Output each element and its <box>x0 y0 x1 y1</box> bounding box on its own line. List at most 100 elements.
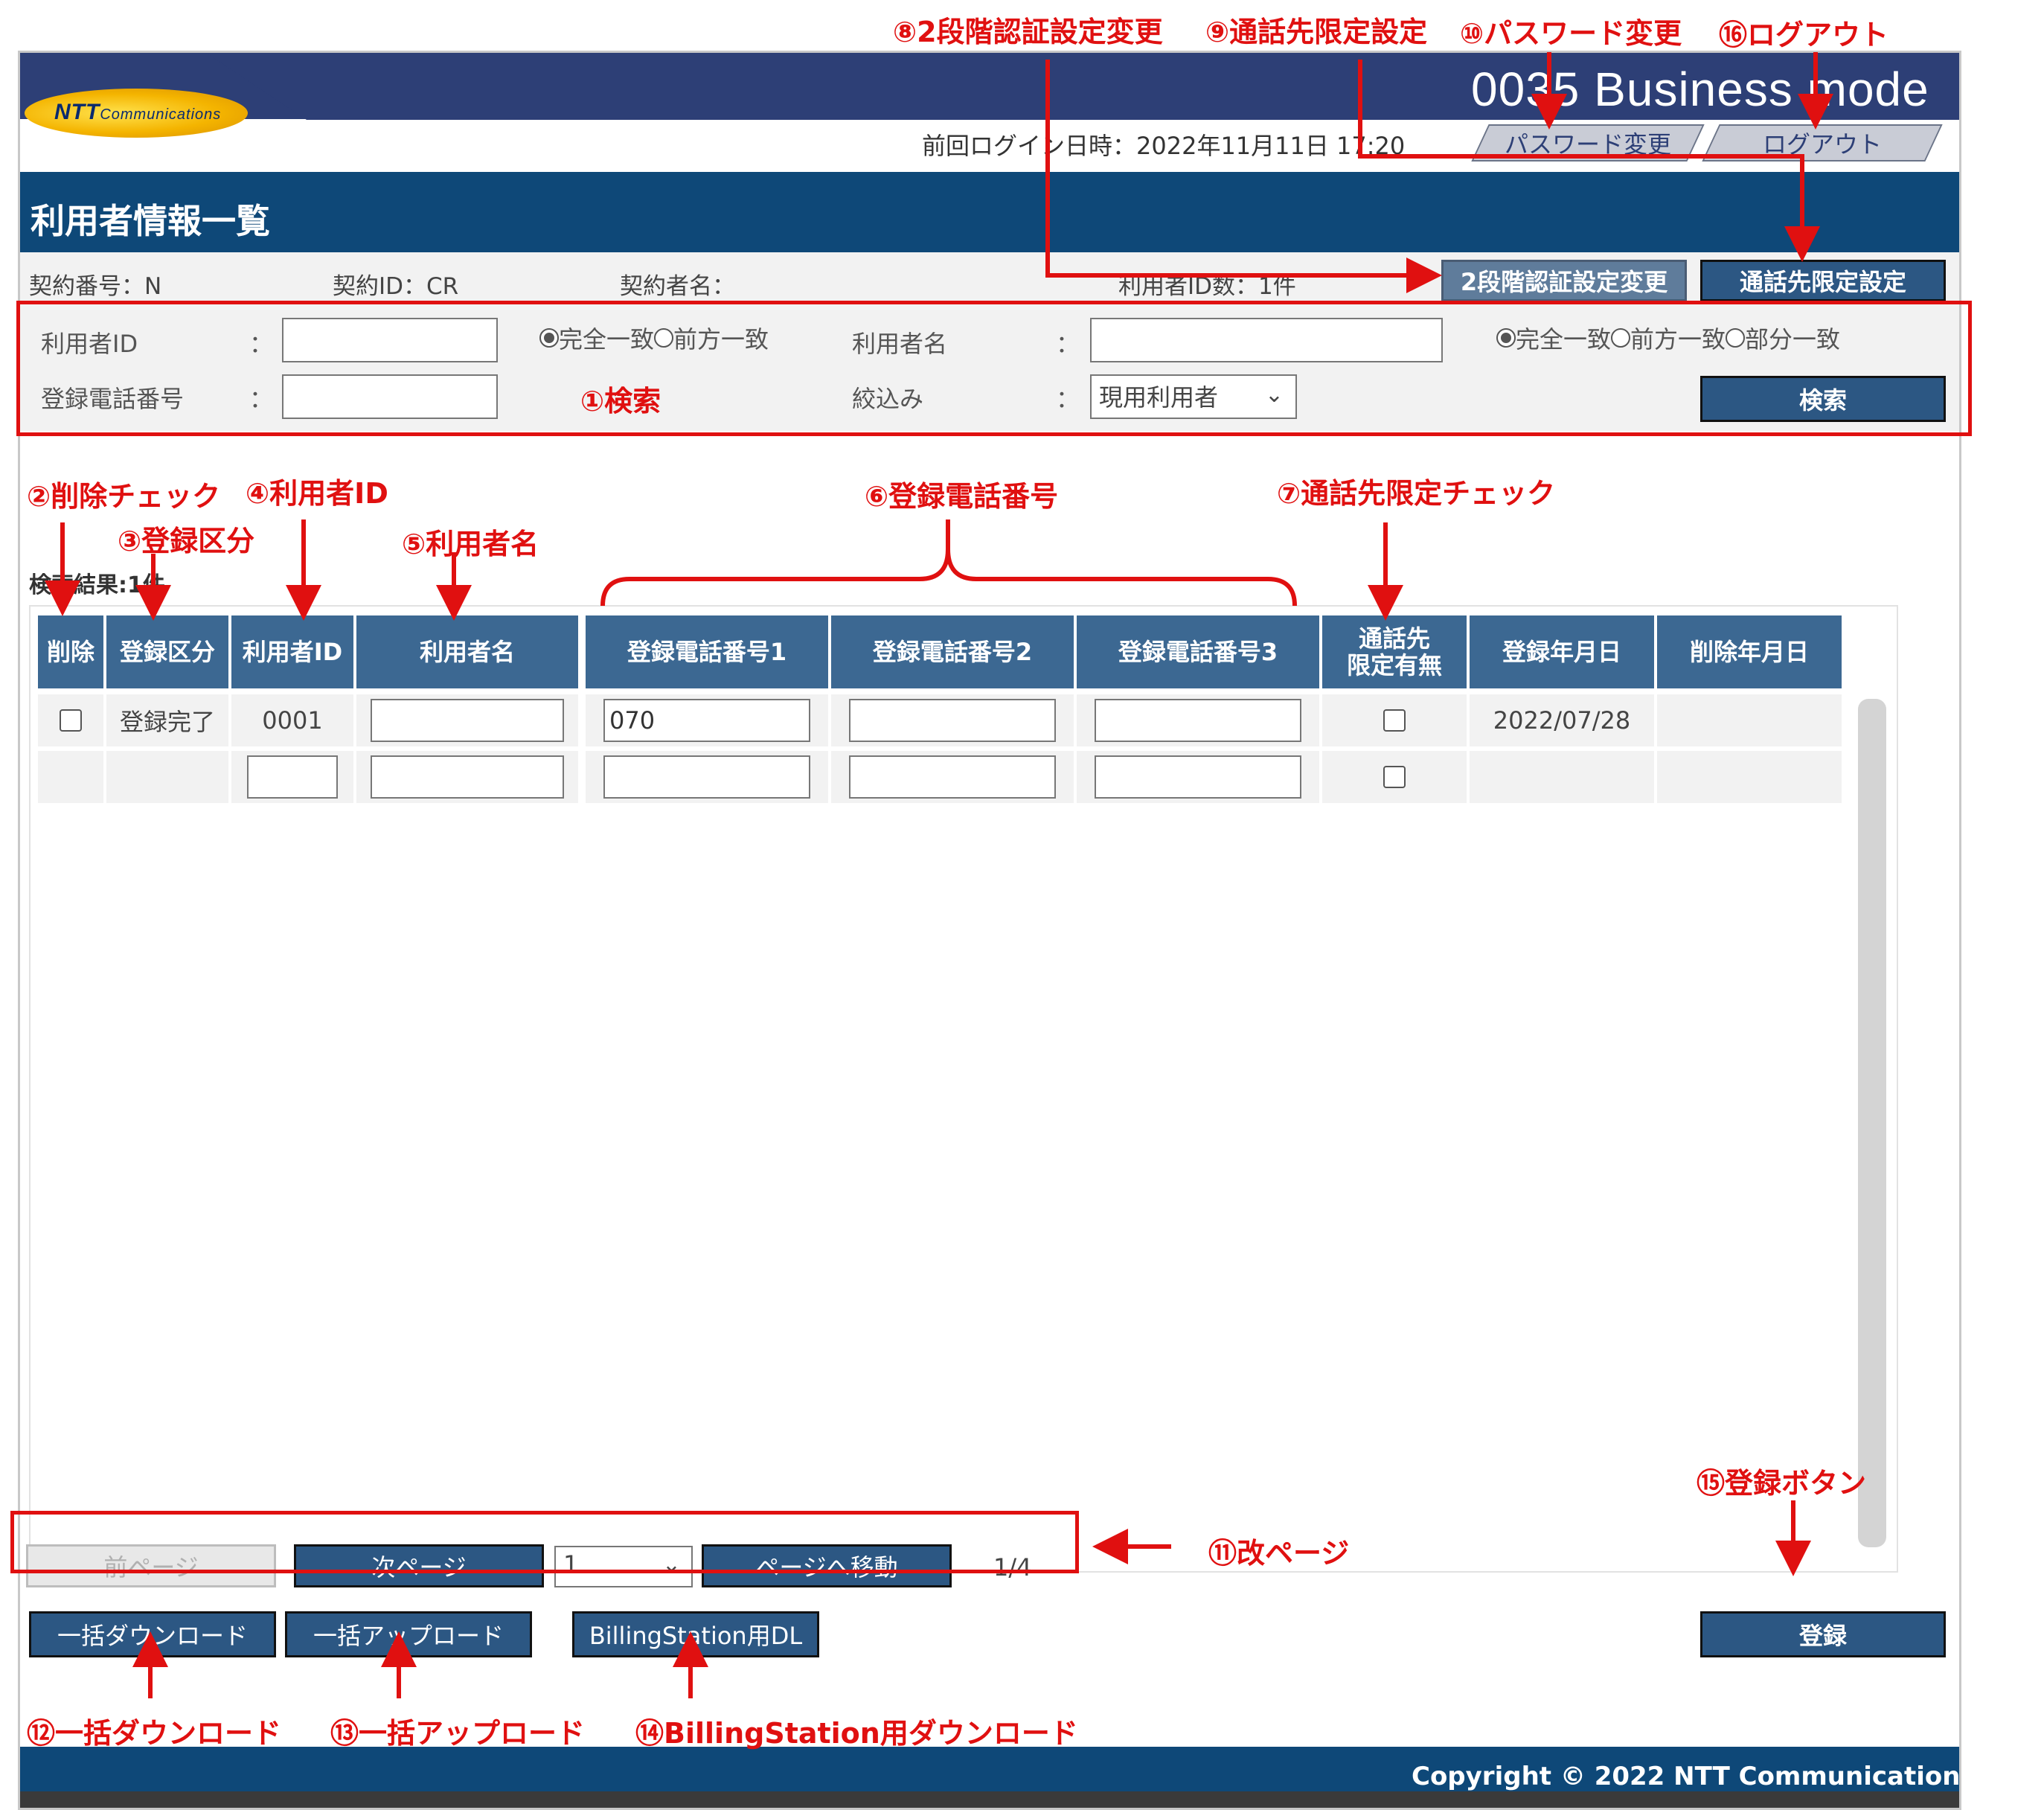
annotation-register: ⑮登録ボタン <box>1697 1467 1867 1500</box>
phone3-input[interactable] <box>1095 699 1301 742</box>
col-reg-date: 登録年月日 <box>1470 615 1654 688</box>
annotation-user-name: ⑤利用者名 <box>402 528 539 560</box>
page-title: 利用者情報一覧 <box>31 201 270 241</box>
col-status: 登録区分 <box>106 615 228 688</box>
col-delete: 削除 <box>38 615 103 688</box>
table-row-1-phone1-cell: 070 <box>586 694 828 746</box>
radio-exact-match[interactable] <box>1496 328 1516 348</box>
search-button[interactable]: 検索 <box>1700 376 1946 422</box>
radio-prefix-match[interactable] <box>654 328 674 348</box>
call-limit-settings-button[interactable]: 通話先限定設定 <box>1700 260 1946 301</box>
radio-exact-match[interactable] <box>539 328 559 348</box>
phone-label: 登録電話番号 <box>41 385 185 413</box>
ntt-logo: NTTCommunications <box>54 100 221 125</box>
user-name-search-input[interactable] <box>1090 318 1443 362</box>
annotation-bulk-download: ⑫一括ダウンロード <box>27 1717 282 1750</box>
app-window: NTTCommunications 0035 Business mode 前回ロ… <box>18 51 1961 1810</box>
phone2-input[interactable] <box>849 699 1056 742</box>
user-id-search-input[interactable] <box>282 318 498 362</box>
colon: ： <box>249 330 274 358</box>
table-row-1-phone3-cell <box>1077 694 1319 746</box>
user-id-label: 利用者ID <box>41 330 138 358</box>
phone-brace <box>600 549 1297 607</box>
phone1-input[interactable] <box>603 755 810 799</box>
filter-select-value: 現用利用者 <box>1099 383 1219 412</box>
annotation-2fa: ⑧2段階認証設定変更 <box>893 16 1163 48</box>
table-row-2-del-date <box>1657 751 1842 803</box>
user-id-input[interactable] <box>247 755 338 799</box>
col-phone-2: 登録電話番号2 <box>831 615 1074 688</box>
table-row-1-phone2-cell <box>831 694 1074 746</box>
user-id-match-options: 完全一致前方一致 <box>539 321 769 355</box>
delete-checkbox[interactable] <box>60 709 82 732</box>
table-row-1-call-limit <box>1322 694 1467 746</box>
table-row-2-phone2-cell <box>831 751 1074 803</box>
colon: ： <box>1056 385 1080 413</box>
arrow-2fa <box>1045 60 1442 293</box>
filter-select[interactable]: 現用利用者 ⌄ <box>1090 374 1297 419</box>
table-row-1-reg-date: 2022/07/28 <box>1470 694 1654 746</box>
radio-prefix-match[interactable] <box>1611 328 1631 348</box>
title-bar <box>20 172 1959 252</box>
arrow-call-limit <box>1358 60 1820 262</box>
contract-number: 契約番号：N <box>29 273 162 300</box>
prefix-match-label: 前方一致 <box>1630 325 1726 354</box>
prev-page-button[interactable]: 前ページ <box>26 1544 276 1587</box>
col-phone-3: 登録電話番号3 <box>1077 615 1319 688</box>
ntt-logo-icon <box>25 89 248 138</box>
user-name-input[interactable] <box>371 699 564 742</box>
footer <box>20 1747 1959 1791</box>
logo-text: NTT <box>54 100 100 124</box>
next-page-button[interactable]: 次ページ <box>294 1544 544 1587</box>
annotation-delete-check: ②削除チェック <box>27 480 221 513</box>
table-row-1-status: 登録完了 <box>106 694 228 746</box>
phone2-input[interactable] <box>849 755 1056 799</box>
col-user-id: 利用者ID <box>231 615 353 688</box>
col-call-limit-line1: 通話先 <box>1358 624 1430 653</box>
annotation-billing-dl: ⑭BillingStation用ダウンロード <box>635 1717 1078 1750</box>
annotation-call-limit: ⑨通話先限定設定 <box>1205 16 1428 48</box>
table-row-1-del-date <box>1657 694 1842 746</box>
last-login: 前回ログイン日時：2022年11月11日 17:20 <box>922 132 1406 160</box>
table-row-2-user-id-cell <box>231 751 353 803</box>
call-limit-checkbox[interactable] <box>1383 709 1406 732</box>
user-name-input[interactable] <box>371 755 564 799</box>
annotation-user-id: ④利用者ID <box>246 477 388 510</box>
radio-partial-match[interactable] <box>1726 328 1746 348</box>
search-highlight-box <box>16 301 1972 436</box>
go-to-page-button[interactable]: ページへ移動 <box>702 1544 952 1587</box>
exact-match-label: 完全一致 <box>559 325 655 354</box>
phone3-input[interactable] <box>1095 755 1301 799</box>
table-row-1-user-name-cell <box>356 694 578 746</box>
colon: ： <box>1056 330 1080 358</box>
table-row-1-user-id: 0001 <box>231 694 353 746</box>
contractor-name: 契約者名： <box>620 273 735 300</box>
chevron-down-icon: ⌄ <box>1264 382 1284 408</box>
col-phone-1: 登録電話番号1 <box>586 615 828 688</box>
call-limit-checkbox[interactable] <box>1383 766 1406 788</box>
table-row-2-reg-date <box>1470 751 1654 803</box>
annotation-phone: ⑥登録電話番号 <box>865 480 1059 513</box>
annotation-search: ①検索 <box>580 385 661 418</box>
register-button[interactable]: 登録 <box>1700 1611 1946 1657</box>
phone1-input[interactable]: 070 <box>603 699 810 742</box>
col-call-limit: 通話先限定有無 <box>1322 615 1467 688</box>
page-select[interactable]: 1⌄ <box>554 1546 693 1587</box>
table-scrollbar[interactable] <box>1858 699 1886 1547</box>
logo-subtext: Communications <box>100 106 222 123</box>
table-row-2-phone1-cell <box>586 751 828 803</box>
two-factor-settings-button[interactable]: 2段階認証設定変更 <box>1441 260 1687 301</box>
table-row-2-phone3-cell <box>1077 751 1319 803</box>
header-band <box>307 53 1959 120</box>
phone-search-input[interactable] <box>282 374 498 419</box>
partial-match-label: 部分一致 <box>1745 325 1841 354</box>
table-row-2-status <box>106 751 228 803</box>
table-row-2-call-limit <box>1322 751 1467 803</box>
table-row-2-user-name-cell <box>356 751 578 803</box>
contract-id: 契約ID：CR <box>333 273 459 300</box>
colon: ： <box>249 385 274 413</box>
table-row-2-delete <box>38 751 103 803</box>
paging-highlight-box <box>10 1511 1079 1573</box>
page-indicator: 1/4 <box>993 1553 1032 1582</box>
